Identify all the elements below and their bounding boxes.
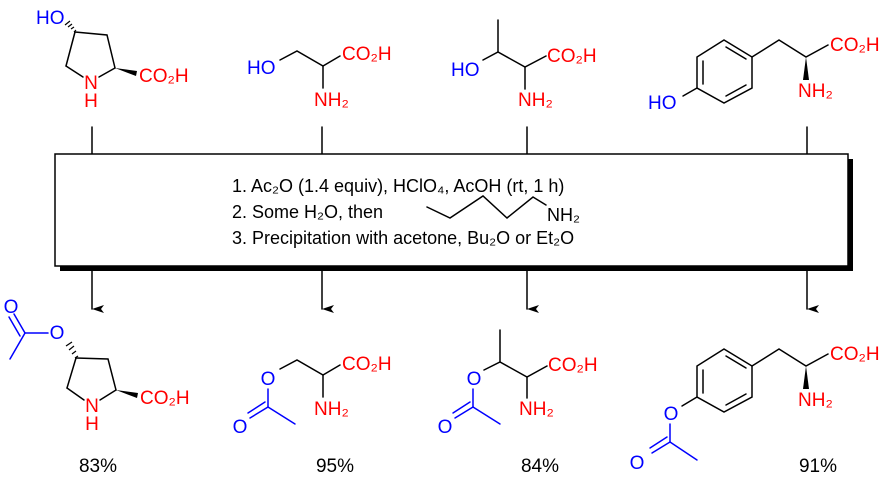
- ester-oxygen-label: O: [50, 323, 65, 344]
- acid-label: CO₂H: [139, 66, 189, 87]
- amine-label: NH₂: [519, 399, 554, 420]
- amine-label: NH₂: [798, 390, 833, 411]
- hydroxyl-label: HO: [247, 58, 276, 79]
- product-acetyl-tyrosine: CO₂H NH₂ O O 91%: [630, 344, 880, 477]
- ester-oxygen-label: O: [664, 404, 679, 425]
- yield-label: 95%: [316, 456, 354, 477]
- ring-bonds: [74, 31, 116, 69]
- acid-label: CO₂H: [830, 35, 880, 56]
- acid-label: CO₂H: [547, 46, 597, 67]
- acid-label: CO₂H: [830, 344, 880, 365]
- hydroxyl-label: HO: [36, 8, 65, 29]
- acid-label: CO₂H: [342, 354, 392, 375]
- aromatic-bond: [725, 84, 747, 97]
- hashed-wedge: [64, 20, 77, 33]
- product-acetyl-threonine: O CO₂H NH₂ O 84%: [438, 329, 598, 477]
- sm-tyrosine: HO CO₂H NH₂: [648, 35, 880, 114]
- bold-wedge: [803, 57, 809, 80]
- hydroxyl-label: HO: [648, 93, 677, 114]
- backbone-bonds: [482, 51, 547, 68]
- product-acetyl-hydroxyproline: CO₂H N H O O 83%: [4, 297, 190, 477]
- amine-label: NH₂: [798, 81, 833, 102]
- butylamine-chain: [426, 195, 547, 219]
- ring-n-label: N: [84, 73, 98, 94]
- ring-n-label: N: [85, 396, 99, 417]
- yield-label: 83%: [79, 456, 117, 477]
- amine-label: NH₂: [314, 399, 349, 420]
- bond: [65, 65, 84, 78]
- acid-label: CO₂H: [548, 355, 598, 376]
- ester-oxygen-label: O: [467, 369, 482, 390]
- conditions-box: [54, 153, 849, 267]
- product-acetyl-serine: O CO₂H NH₂ O 95%: [233, 354, 392, 477]
- acid-label: CO₂H: [342, 44, 392, 65]
- yield-label: 91%: [799, 456, 837, 477]
- hashed-wedge: [65, 341, 79, 359]
- bold-wedge: [115, 68, 137, 76]
- bond: [682, 87, 698, 97]
- bond: [98, 67, 116, 78]
- ester-oxygen-label: O: [261, 369, 276, 390]
- amine-label: NH₂: [518, 90, 553, 111]
- connector-lines: [91, 126, 808, 155]
- carbonyl-oxygen-label: O: [438, 417, 453, 438]
- acid-label: CO₂H: [140, 388, 190, 409]
- sm-threonine: HO CO₂H NH₂: [451, 19, 597, 111]
- reaction-arrows: [91, 270, 819, 313]
- carbonyl-oxygen-label: O: [630, 453, 645, 474]
- ring-h-label: H: [84, 91, 98, 112]
- bond: [65, 31, 76, 67]
- side-chain-bonds: [751, 39, 829, 58]
- sm-hydroxyproline: HO CO₂H N H: [36, 8, 189, 112]
- carbonyl-oxygen-label: O: [4, 297, 19, 318]
- condition-step-1: 1. Ac₂O (1.4 equiv), HClO₄, AcOH (rt, 1 …: [232, 176, 564, 196]
- benzene-ring: [696, 39, 753, 104]
- condition-step-2: 2. Some H₂O, then: [232, 202, 383, 222]
- aromatic-bond: [725, 46, 747, 60]
- sm-serine: HO CO₂H NH₂: [247, 44, 392, 111]
- hydroxyl-label: HO: [451, 60, 480, 81]
- condition-step-3: 3. Precipitation with acetone, Bu₂O or E…: [232, 228, 574, 248]
- butylamine-amine-label: NH₂: [547, 205, 580, 225]
- backbone-bonds: [279, 50, 341, 67]
- carbonyl-oxygen-label: O: [233, 417, 248, 438]
- yield-label: 84%: [521, 456, 559, 477]
- ring-h-label: H: [85, 414, 99, 435]
- amine-label: NH₂: [314, 90, 349, 111]
